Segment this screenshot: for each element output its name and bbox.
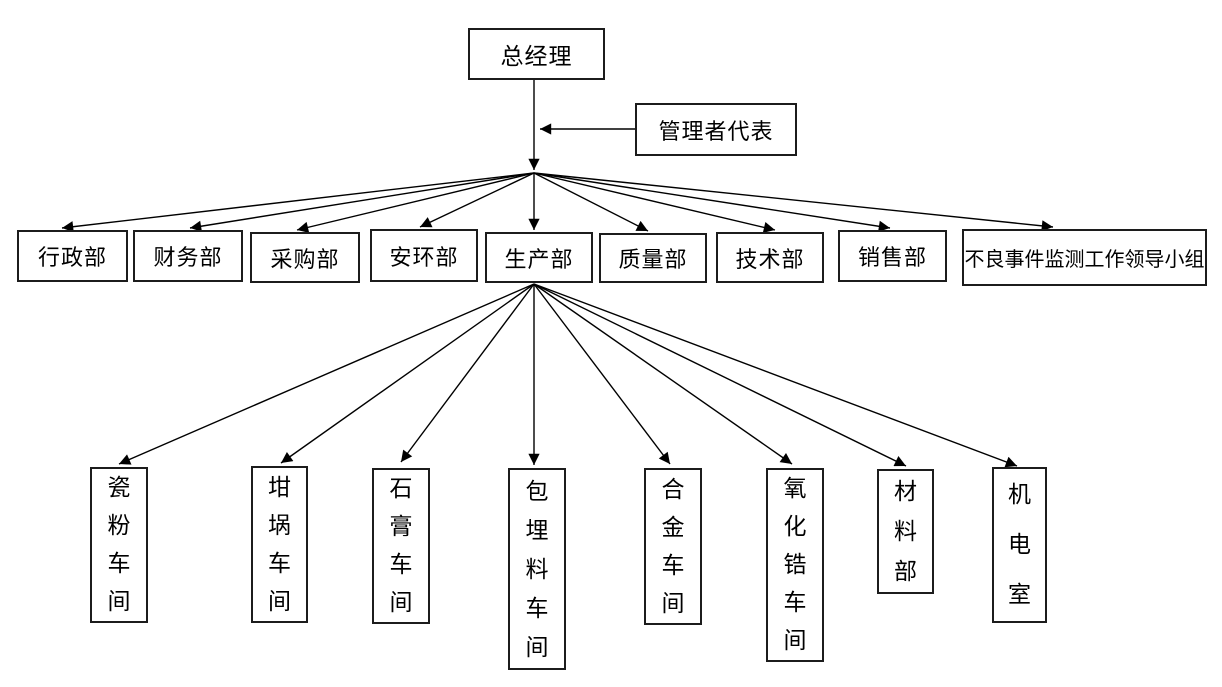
node-gypsum-workshop: 石膏车间 xyxy=(372,468,430,624)
node-administration-dept: 行政部 xyxy=(17,230,128,282)
level2-fan xyxy=(61,172,1054,233)
root-connectors xyxy=(528,80,635,170)
node-materials-dept: 材料部 xyxy=(877,469,934,594)
node-zirconia-workshop: 氧化锆车间 xyxy=(766,468,824,662)
node-mechanical-electrical-room: 机电室 xyxy=(992,467,1047,623)
node-management-representative: 管理者代表 xyxy=(635,103,797,156)
node-quality-dept: 质量部 xyxy=(599,233,707,283)
node-investment-material-workshop: 包埋料车间 xyxy=(508,468,566,670)
node-adverse-event-monitoring-group: 不良事件监测工作领导小组 xyxy=(962,229,1207,286)
node-finance-dept: 财务部 xyxy=(133,230,243,282)
node-crucible-workshop: 坩埚车间 xyxy=(251,466,308,623)
node-alloy-workshop: 合金车间 xyxy=(644,468,702,625)
node-technology-dept: 技术部 xyxy=(716,232,824,283)
node-purchasing-dept: 采购部 xyxy=(250,232,360,283)
node-production-dept: 生产部 xyxy=(485,232,593,283)
node-sales-dept: 销售部 xyxy=(838,230,947,282)
node-safety-environment-dept: 安环部 xyxy=(370,229,478,282)
node-porcelain-powder-workshop: 瓷粉车间 xyxy=(90,467,148,623)
node-general-manager: 总经理 xyxy=(468,28,605,80)
level3-fan xyxy=(118,283,1018,468)
